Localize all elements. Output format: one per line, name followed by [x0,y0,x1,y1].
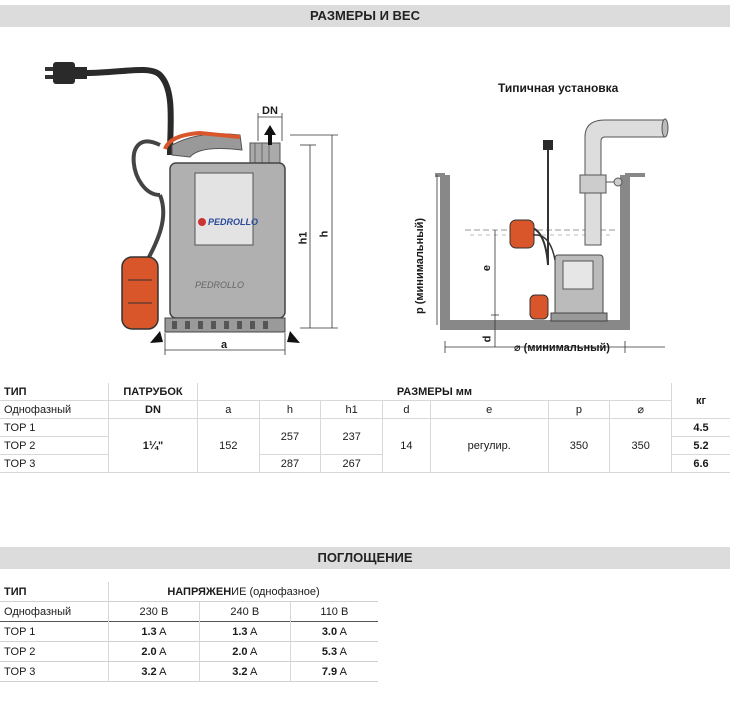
col-type: ТИП [0,582,109,602]
a-value: 152 [197,418,260,473]
p-min-label: p (минимальный) [414,217,427,315]
absorption-table: ТИП НАПРЯЖЕНИЕ (однофазное) Однофазный 2… [0,582,378,682]
table-header-row: ТИП ПАТРУБОК РАЗМЕРЫ мм кг [0,383,730,419]
e-label: e [481,264,494,272]
pump-drawing: PEDROLLO PEDROLLO [45,62,338,355]
diam-value: 350 [609,418,672,473]
col-p: p [547,400,611,419]
h1-value: 267 [320,454,383,473]
col-h: h [258,400,322,419]
col-230v: 230 В [108,601,200,622]
col-110v: 110 В [320,605,349,618]
table-row: TOP 3 3.2 A 3.2 A 7.9 A [0,661,378,682]
h1-label: h1 [297,231,310,245]
brand-logo: PEDROLLO [208,217,258,227]
model-cell: TOP 2 [0,641,109,662]
table-row: TOP 1 1.3 A 1.3 A 3.0 A [0,621,378,642]
install-title: Типичная установка [498,81,619,95]
svg-text:PEDROLLO: PEDROLLO [195,280,244,290]
dn-value: 1¼" [108,418,198,473]
model-cell: TOP 2 [0,436,109,455]
float-switch [121,256,159,330]
current-cell: 5.3 A [321,645,347,658]
col-240v: 240 В [199,601,291,622]
h-label: h [318,230,331,238]
current-cell: 1.3 A [199,621,291,642]
current-cell: 2.0 A [108,641,200,662]
table-row: TOP 1 1¼" 152 257 237 14 регулир. 350 35… [0,418,730,473]
section-banner-absorption: ПОГЛОЩЕНИЕ [0,547,730,569]
col-e: e [429,400,549,419]
section-title: ПОГЛОЩЕНИЕ [317,550,413,565]
model-cell: TOP 1 [0,621,109,642]
h-value: 257 [258,418,322,455]
plug-icon [45,62,87,84]
section-banner-dimensions: РАЗМЕРЫ И ВЕС [0,5,730,27]
p-value: 350 [547,418,611,473]
d-value: 14 [381,418,431,473]
col-diam: ⌀ [609,400,672,419]
col-kg: кг [671,383,730,419]
kg-value: 4.5 [671,418,730,437]
model-cell: TOP 3 [0,454,109,473]
current-cell: 3.2 A [199,661,291,682]
kg-value: 6.6 [671,454,730,473]
a-label: a [221,339,228,351]
section-title: РАЗМЕРЫ И ВЕС [310,8,420,23]
model-cell: TOP 3 [0,661,109,682]
col-type: ТИП [0,383,109,401]
phase-label: Однофазный [0,601,109,622]
table-row: TOP 3 287 267 6.6 [0,454,730,473]
table-subheader-row: Однофазный DN a h h1 d e p ⌀ [0,400,730,419]
col-d: d [381,400,431,419]
dn-label: DN [262,105,278,117]
e-value: регулир. [429,418,549,473]
col-sizes: РАЗМЕРЫ мм [197,383,672,401]
current-cell: 3.0 A [321,625,347,638]
current-cell: 3.2 A [108,661,200,682]
model-cell: TOP 1 [0,418,109,437]
col-port: ПАТРУБОК [108,383,198,401]
installation-drawing [435,118,669,353]
kg-value: 5.2 [671,436,730,455]
col-dn: DN [108,400,198,419]
phase-label: Однофазный [0,400,109,419]
table-subheader-row: Однофазный 230 В 240 В 110 В [0,601,378,622]
voltage-header: НАПРЯЖЕНИЕ (однофазное) [167,585,320,598]
col-h1: h1 [320,400,383,419]
table-header-row: ТИП НАПРЯЖЕНИЕ (однофазное) [0,582,378,602]
current-cell: 7.9 A [321,665,347,678]
dimensions-table: ТИП ПАТРУБОК РАЗМЕРЫ мм кг Однофазный DN… [0,383,730,473]
diam-min-label: ⌀ (минимальный) [514,342,610,354]
d-label: d [481,335,494,343]
h1-value: 237 [320,418,383,455]
table-row: TOP 2 2.0 A 2.0 A 5.3 A [0,641,378,662]
current-cell: 2.0 A [199,641,291,662]
h-value: 287 [258,454,322,473]
current-cell: 1.3 A [108,621,200,642]
col-a: a [197,400,260,419]
